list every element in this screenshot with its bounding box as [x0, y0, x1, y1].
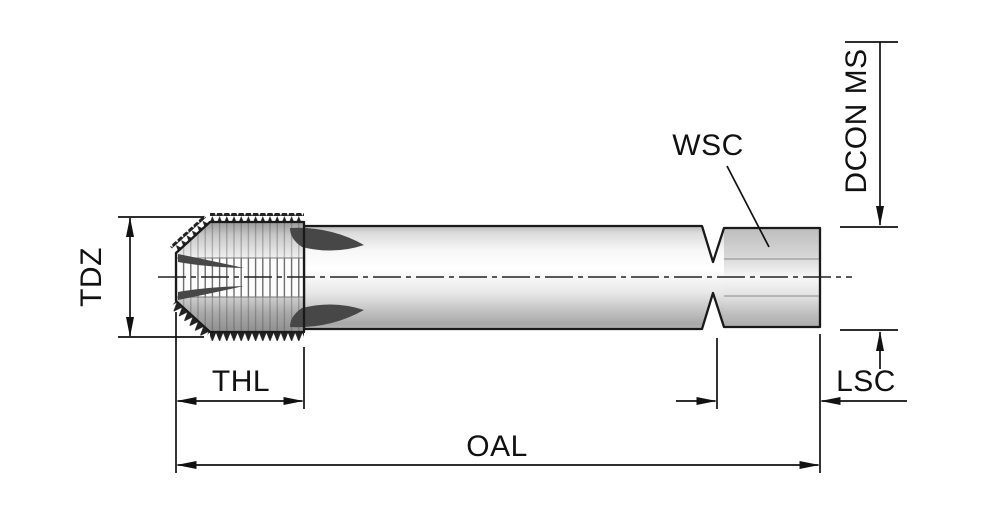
flute-runout-bottom	[290, 304, 364, 328]
chamfer-teeth-bottom	[169, 301, 211, 339]
dim-dcon	[840, 41, 898, 369]
label-wsc: WSC	[672, 129, 744, 162]
flute-tip-top	[178, 254, 244, 268]
flute-runout-top	[290, 227, 364, 251]
chamfer-teeth-top	[169, 215, 210, 253]
thread-outline	[174, 220, 306, 334]
label-tdz: TDZ	[75, 247, 108, 307]
tap-body	[169, 213, 822, 341]
label-dcon-ms: DCON MS	[840, 48, 873, 194]
label-lsc: LSC	[836, 365, 896, 398]
dim-tdz	[118, 216, 204, 338]
dimensions	[118, 41, 907, 473]
flute-tip-bottom	[178, 286, 244, 300]
label-thl: THL	[211, 365, 271, 398]
wsc-leader-line	[726, 165, 770, 248]
shank-outline	[302, 224, 822, 331]
label-oal: OAL	[466, 430, 528, 463]
thread-teeth-bottom	[210, 332, 304, 341]
thread-teeth-top	[210, 213, 304, 222]
